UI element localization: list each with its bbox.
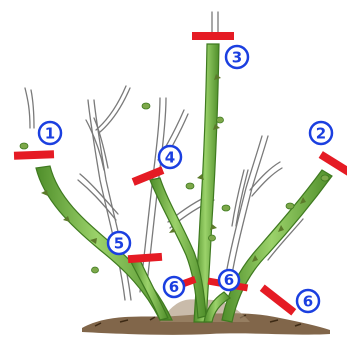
cut-mark-4 [131, 166, 165, 186]
callout-label-6a: 6 [169, 278, 179, 296]
leaf-buds [19, 102, 330, 274]
callout-label-1: 1 [45, 125, 55, 143]
green-canes [35, 43, 333, 323]
callout-label-6c: 6 [303, 293, 313, 311]
callout-5: 5 [106, 230, 132, 256]
callout-label-3: 3 [232, 49, 242, 67]
callout-2: 2 [308, 120, 334, 146]
callout-6b: 6 [217, 268, 241, 292]
callout-label-4: 4 [165, 149, 175, 167]
thorns [41, 74, 306, 262]
callout-1: 1 [37, 120, 63, 146]
cut-mark-1 [13, 150, 55, 160]
callout-label-6b: 6 [224, 271, 234, 289]
cut-mark-2 [318, 151, 347, 177]
callout-6a: 6 [162, 275, 186, 299]
callout-label-2: 2 [316, 125, 326, 143]
callout-4: 4 [157, 144, 183, 170]
cut-mark-3 [192, 32, 234, 40]
old-wood-branches [24, 11, 304, 301]
cut-mark-5 [127, 252, 163, 264]
callout-label-5: 5 [114, 235, 124, 253]
callout-6c: 6 [295, 288, 321, 314]
cut-marks [13, 32, 347, 316]
cut-mark-6c [259, 284, 297, 316]
callout-3: 3 [224, 44, 250, 70]
